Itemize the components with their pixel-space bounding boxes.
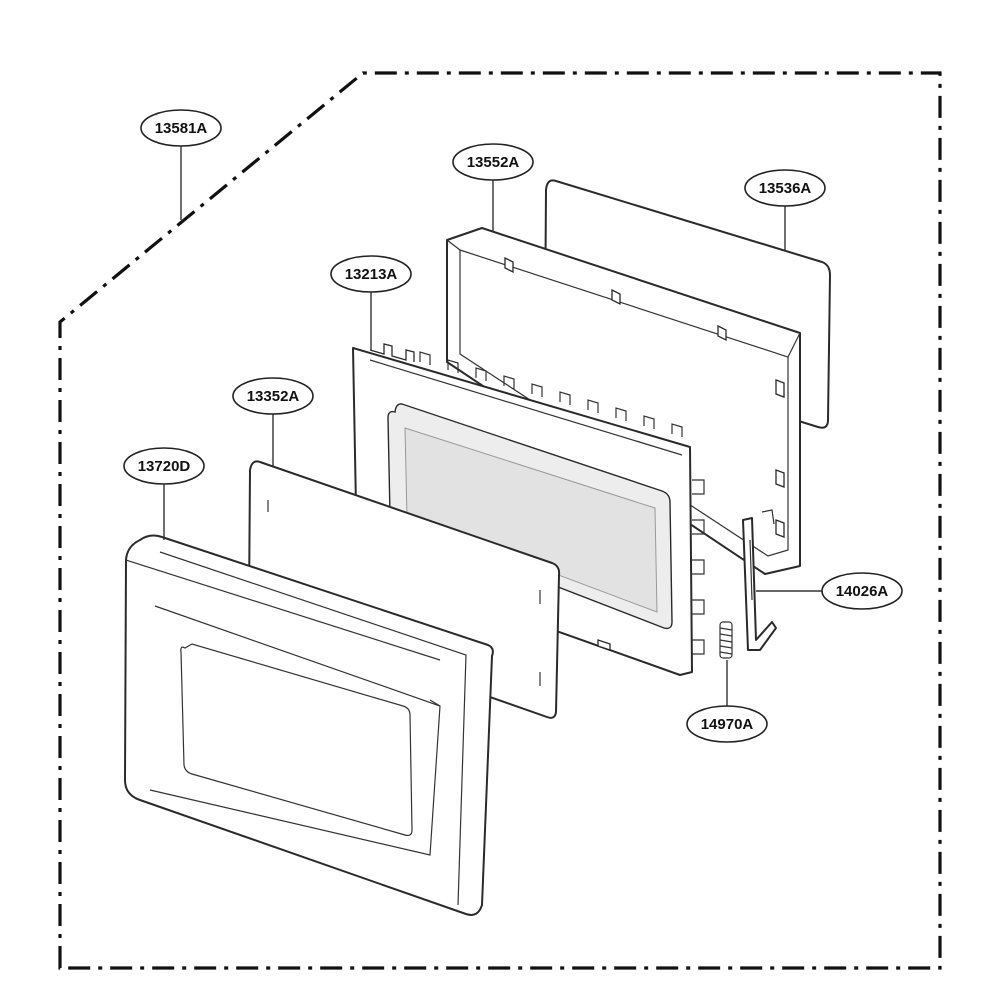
- callout-13720D: 13720D: [123, 447, 205, 540]
- assembly-boundary: [58, 71, 942, 970]
- latch-hook-part: [742, 509, 777, 651]
- label-13552A: 13552A: [467, 154, 520, 171]
- door-frame-part: [352, 343, 705, 676]
- choke-cover-part: [446, 227, 801, 575]
- label-14970A: 14970A: [701, 716, 754, 733]
- callout-14970A: 14970A: [686, 660, 768, 743]
- label-14026A: 14026A: [836, 583, 889, 600]
- callout-13552A: 13552A: [452, 143, 534, 232]
- label-13213A: 13213A: [345, 266, 398, 283]
- spring-part: [719, 621, 733, 659]
- label-13536A: 13536A: [759, 180, 812, 197]
- front-door-cover-part: [124, 534, 494, 916]
- label-13352A: 13352A: [247, 388, 300, 405]
- callout-13536A: 13536A: [744, 169, 826, 250]
- callout-13352A: 13352A: [232, 377, 314, 466]
- callout-13213A: 13213A: [330, 255, 412, 350]
- label-13581A: 13581A: [155, 120, 208, 137]
- label-13720D: 13720D: [138, 458, 191, 475]
- callout-14026A: 14026A: [756, 572, 903, 610]
- callout-13581A: 13581A: [140, 109, 222, 220]
